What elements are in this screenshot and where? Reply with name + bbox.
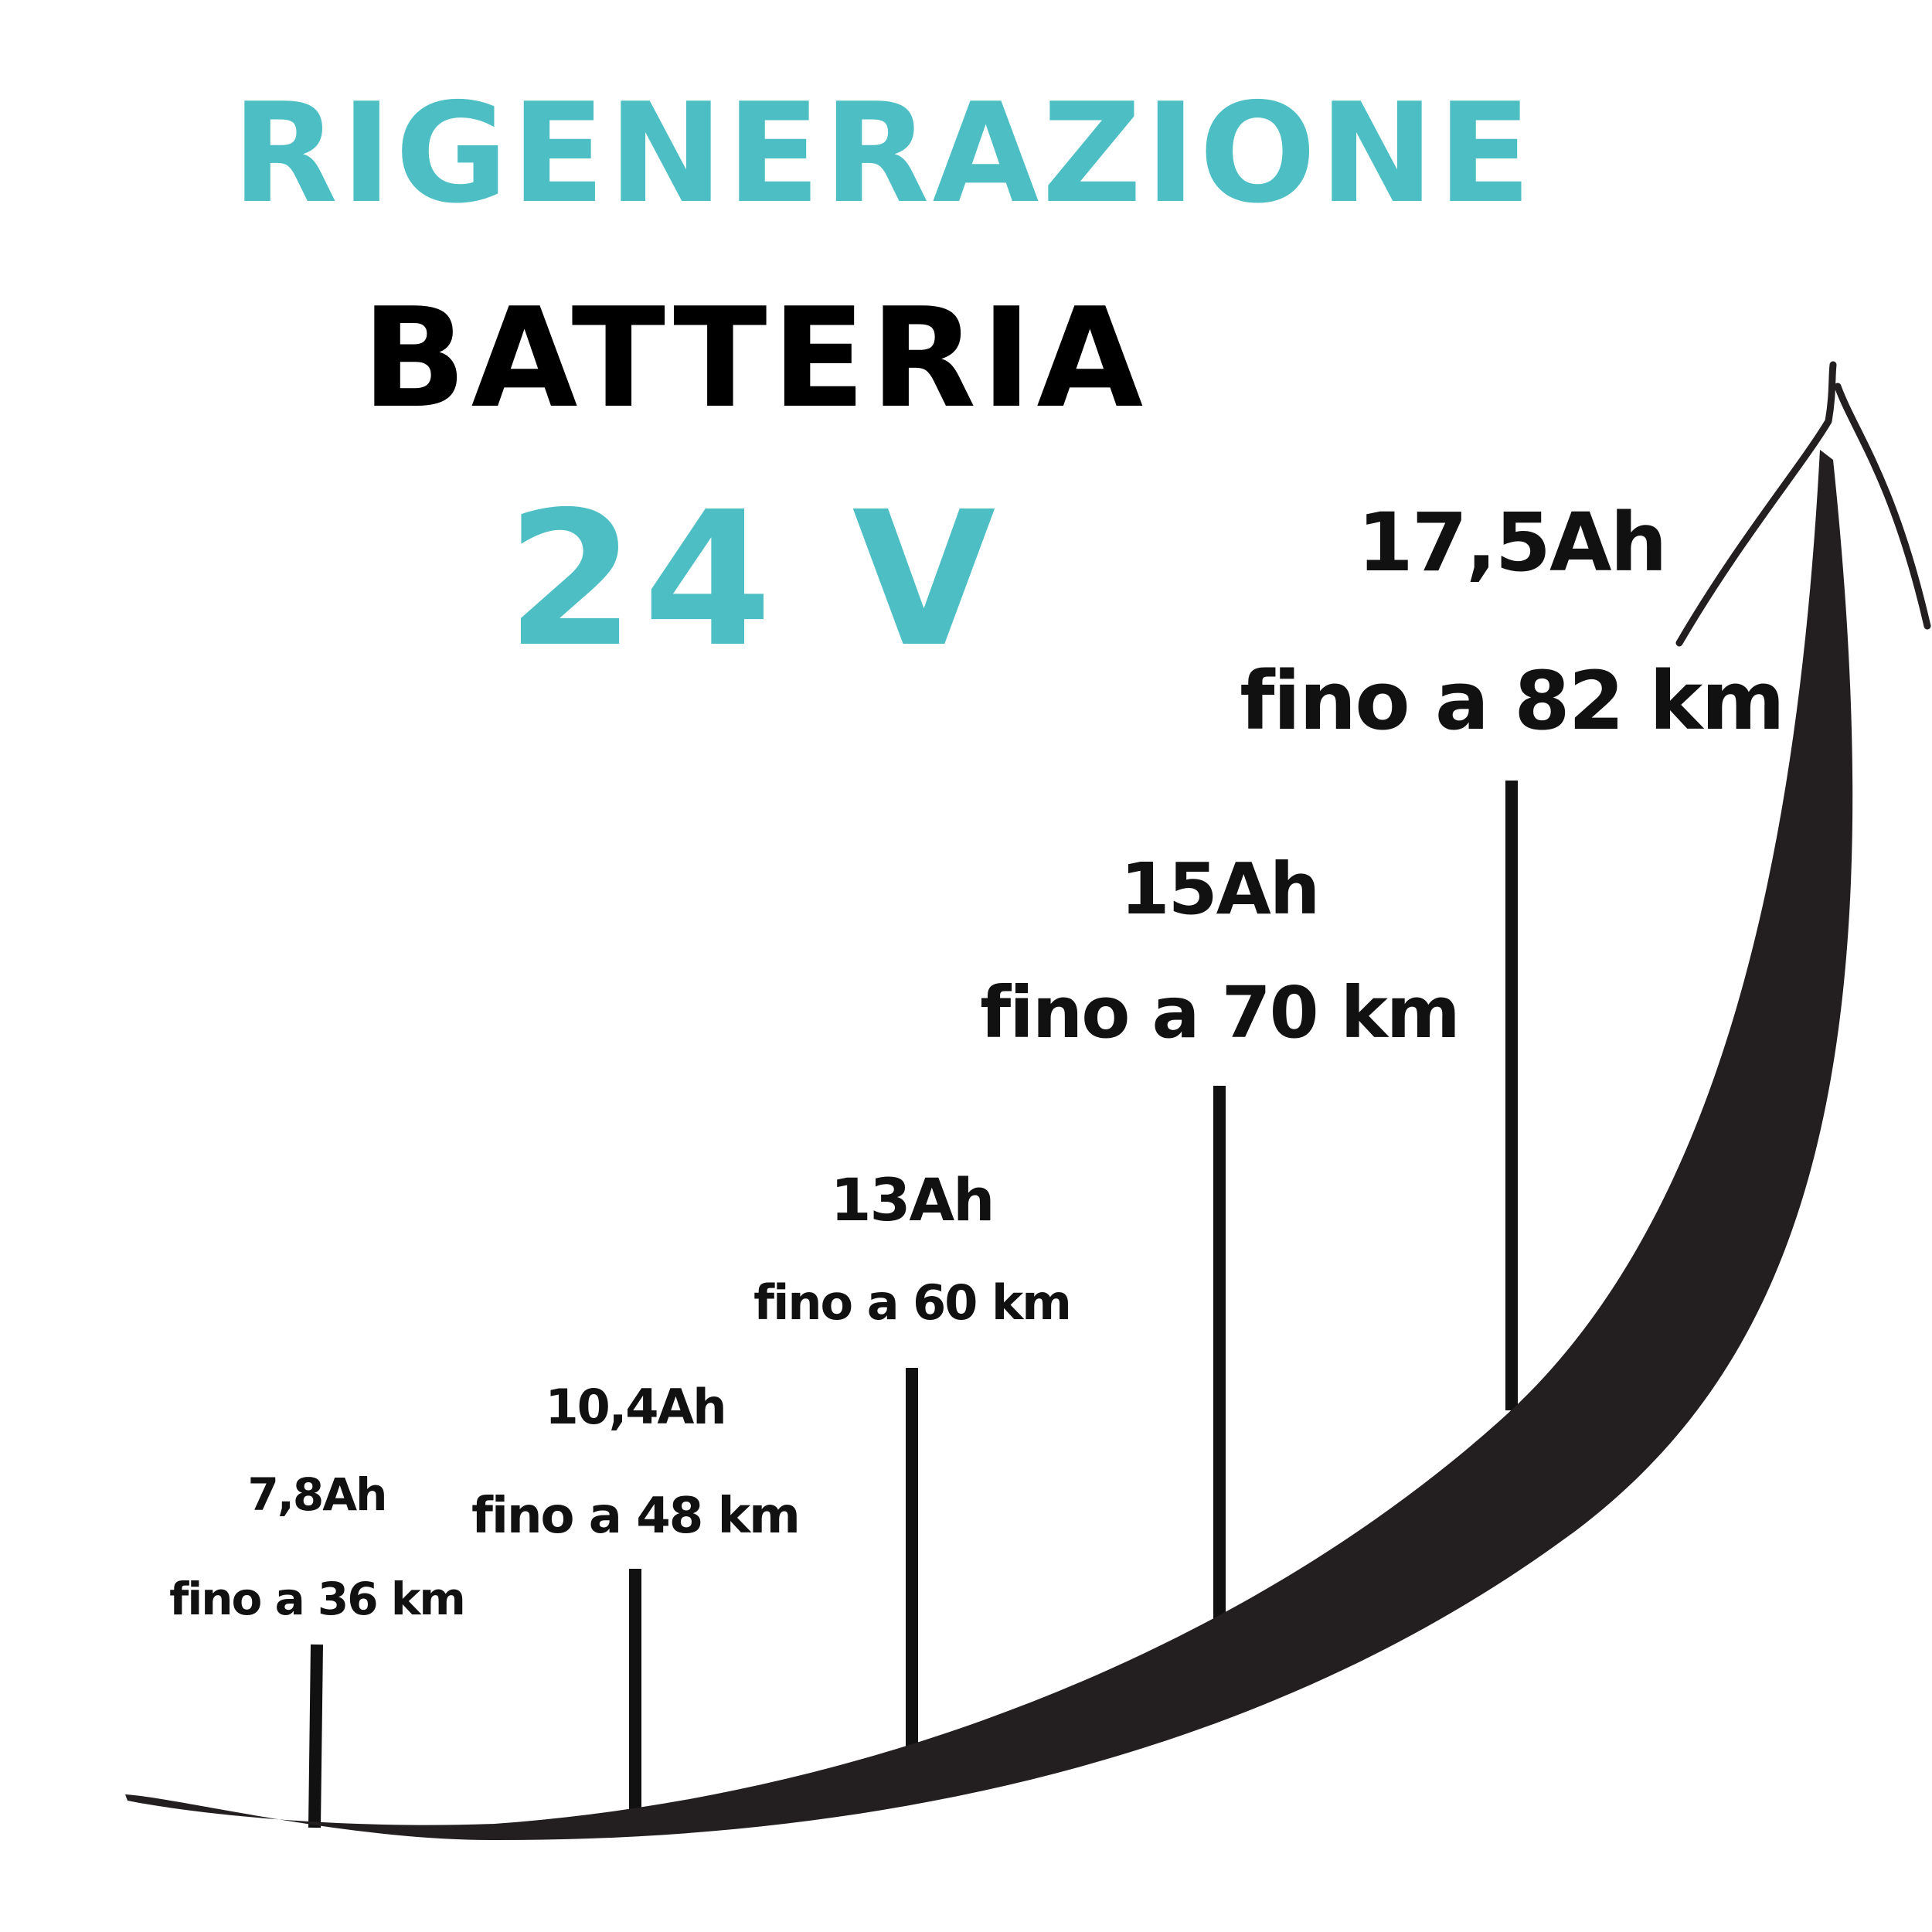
step-range-label: fino a 36 km — [169, 1573, 466, 1625]
step-range-label: fino a 48 km — [471, 1488, 801, 1545]
step-range-label: fino a 60 km — [753, 1274, 1072, 1331]
step-capacity-label: 13Ah — [830, 1165, 995, 1234]
step-bar-1 — [308, 1644, 323, 1828]
step-bars — [308, 781, 1518, 1832]
step-capacity-label: 10,4Ah — [545, 1379, 726, 1435]
growth-curve — [125, 450, 1853, 1841]
step-capacity-label: 7,8Ah — [247, 1468, 388, 1521]
arrow-head-icon — [1675, 361, 1931, 647]
step-range-label: fino a 82 km — [1240, 654, 1784, 748]
step-capacity-label: 17,5Ah — [1357, 495, 1667, 590]
step-capacity-label: 15Ah — [1120, 848, 1321, 930]
step-range-label: fino a 70 km — [980, 971, 1461, 1054]
